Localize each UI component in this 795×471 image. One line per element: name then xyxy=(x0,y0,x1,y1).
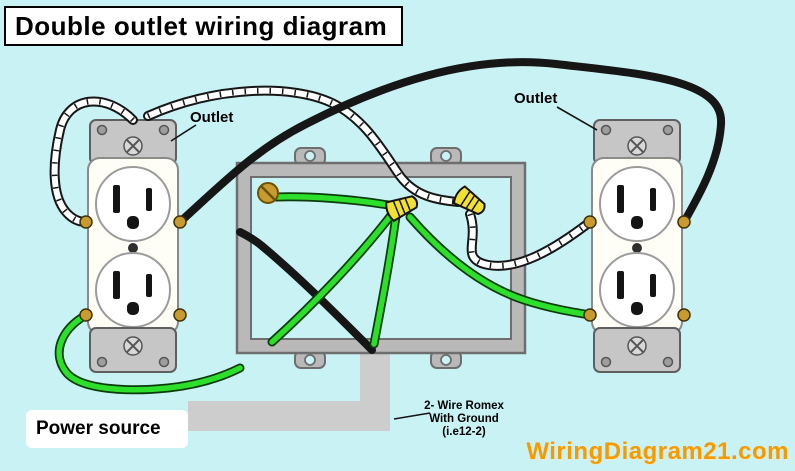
ear-hole xyxy=(662,356,674,368)
white-right-wire xyxy=(467,211,593,269)
screw-cross xyxy=(630,339,644,353)
terminal-screw xyxy=(677,308,691,322)
ear-hole xyxy=(96,124,108,136)
center-screw xyxy=(632,243,642,253)
terminal-screw xyxy=(583,215,597,229)
ground-hole xyxy=(127,302,139,315)
romex-label-line2: With Ground xyxy=(429,413,499,425)
ground-screw-slot xyxy=(260,185,276,201)
receptacle-bottom xyxy=(95,252,171,328)
screw-cross xyxy=(126,139,140,153)
center-screw xyxy=(128,243,138,253)
terminal-screw xyxy=(173,308,187,322)
ear-hole xyxy=(662,124,674,136)
outlet-right-pointer-line xyxy=(556,106,598,131)
ear-hole xyxy=(600,356,612,368)
ear-hole xyxy=(158,124,170,136)
page-title: Double outlet wiring diagram xyxy=(4,6,404,46)
watermark: WiringDiagram21.com xyxy=(526,438,789,465)
green-cable-wire xyxy=(371,213,399,347)
ground-hole xyxy=(631,216,643,229)
terminal-screw xyxy=(173,215,187,229)
romex-label-line3: (i.e12-2) xyxy=(442,426,486,438)
neutral-slot xyxy=(113,271,120,299)
receptacle-top xyxy=(95,166,171,242)
neutral-slot xyxy=(617,271,624,299)
wire-nut-rib xyxy=(465,194,476,210)
tab-hole xyxy=(440,354,452,366)
romex-label: 2- Wire Romex With Ground (i.e12-2) xyxy=(416,400,512,439)
ear-hole xyxy=(158,356,170,368)
ground-hole xyxy=(631,302,643,315)
receptacle-top xyxy=(599,166,675,242)
outlet-left xyxy=(87,119,179,373)
outlet-right xyxy=(591,119,683,373)
white-loop-wire xyxy=(51,98,136,225)
romex-cable xyxy=(188,352,390,431)
green-ground-wires xyxy=(54,192,595,395)
wire-nut-rib xyxy=(404,197,412,212)
wire-nut-rib xyxy=(470,198,481,212)
white-top-wire xyxy=(145,87,461,205)
green-screw-wire xyxy=(273,194,391,208)
outlet-label-right: Outlet xyxy=(514,90,558,107)
wire-nut-body xyxy=(452,185,486,216)
wire-nut-rib xyxy=(459,190,471,207)
outlet-left-pointer-line xyxy=(170,124,197,142)
terminal-screw xyxy=(583,308,597,322)
ground-hole xyxy=(127,216,139,229)
terminal-screw xyxy=(79,215,93,229)
wire-nut-rib xyxy=(392,200,401,218)
hot-slot xyxy=(146,274,152,297)
white-neutral-wires xyxy=(49,85,595,271)
wire-nut-neutral xyxy=(452,185,486,216)
ear-hole xyxy=(96,356,108,368)
wire-nut-ground xyxy=(385,195,419,222)
black-hot-wires xyxy=(176,58,726,354)
green-loop-wire xyxy=(56,312,243,393)
hot-slot xyxy=(146,188,152,211)
terminal-screw xyxy=(79,308,93,322)
neutral-slot xyxy=(113,185,120,213)
ear-hole xyxy=(600,124,612,136)
hot-slot xyxy=(650,188,656,211)
receptacle-bottom xyxy=(599,252,675,328)
screw-cross xyxy=(630,139,644,153)
black-feed-wire xyxy=(236,228,376,354)
ground-screw xyxy=(257,182,279,204)
tab-hole xyxy=(440,150,452,162)
tab-hole xyxy=(304,150,316,162)
terminal-screw xyxy=(677,215,691,229)
wire-nut-rib xyxy=(398,199,406,215)
outlet-label-left: Outlet xyxy=(190,109,234,126)
green-right-wire xyxy=(407,214,593,318)
hot-slot xyxy=(650,274,656,297)
black-jumper-wire xyxy=(176,58,726,226)
green-pigtail-wire xyxy=(269,211,395,345)
romex-label-line1: 2- Wire Romex xyxy=(424,400,504,412)
power-source-label: Power source xyxy=(26,410,188,448)
screw-cross xyxy=(126,339,140,353)
romex-pointer-line xyxy=(393,412,431,420)
neutral-slot xyxy=(617,185,624,213)
terminal-screws xyxy=(79,215,691,322)
tab-hole xyxy=(304,354,316,366)
